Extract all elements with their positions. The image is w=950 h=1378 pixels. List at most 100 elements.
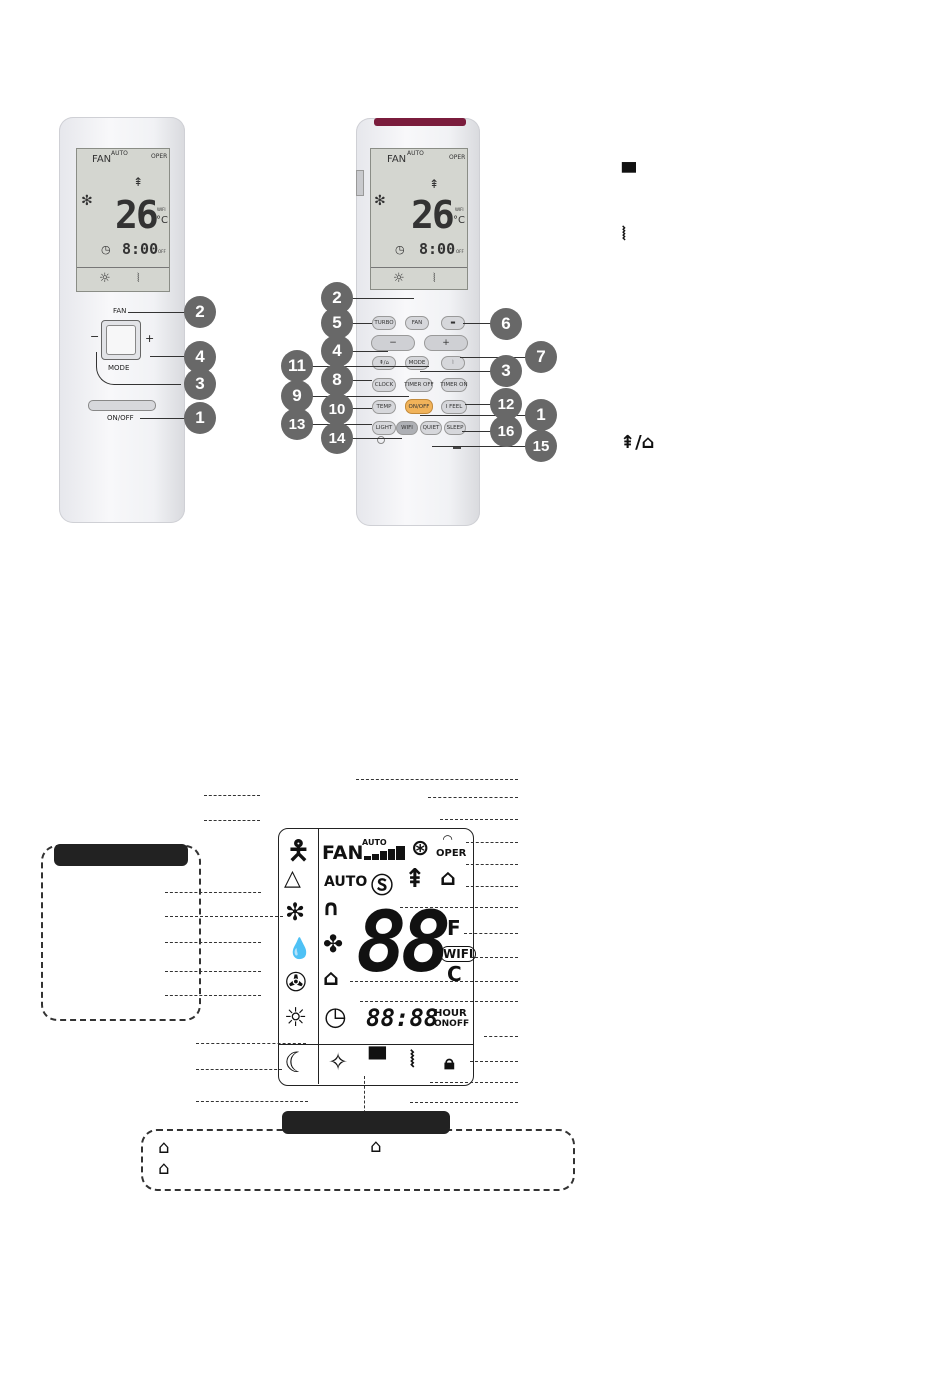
remote-ir-window: [374, 118, 466, 126]
sleep-moon-icon: ☾: [284, 1046, 310, 1079]
display-wifi-label: WIFI: [440, 946, 477, 962]
leader-ifeel: [204, 795, 260, 796]
ifeel-button[interactable]: I FEEL: [441, 400, 467, 414]
leader-r9: [470, 957, 518, 958]
onoff-bar-button[interactable]: [88, 400, 156, 411]
leader-b10: [348, 408, 372, 409]
timer-off-button[interactable]: TIMER OFF: [404, 378, 434, 392]
lcd-snow-icon: ✻: [374, 193, 386, 209]
leader-fan: [165, 971, 261, 972]
plus-label: +: [145, 332, 155, 345]
heat-sun-icon: ☼: [284, 1003, 308, 1033]
swing-horizontal-icon: ⦚: [410, 1048, 415, 1073]
turbo-button[interactable]: TURBO: [372, 316, 396, 330]
light-button[interactable]: LIGHT: [372, 421, 396, 435]
lcd-off: OFF: [158, 249, 166, 254]
quiet-button[interactable]: QUIET: [420, 421, 442, 435]
lcd-time: 8:00: [122, 240, 159, 258]
callout-b6: 6: [490, 308, 522, 340]
lcd-auto-label: AUTO: [407, 150, 424, 157]
lcd-oper-label: OPER: [449, 154, 466, 161]
leader-r14: [430, 1082, 518, 1083]
eco-button[interactable]: ⇞/⌂: [372, 356, 396, 370]
eco-dollar-icon: Ⓢ: [371, 874, 394, 899]
display-time-digits: 88:88: [366, 1004, 439, 1032]
swing-vertical-button[interactable]: ▬: [441, 316, 465, 330]
lcd-tree-icon: ⇞: [429, 177, 440, 191]
timer-on-button[interactable]: TIMER ON: [440, 378, 468, 392]
display-horizontal-divider: [278, 1044, 474, 1045]
callout-b14: 14: [321, 422, 353, 454]
leader-b11: [309, 366, 429, 367]
home-temp-icon: ⌂: [323, 966, 339, 991]
remote-full-lcd: FAN AUTO OPER ⇞ ✻ 26 WIFI °C ◷ 8:00 OFF …: [370, 148, 468, 290]
display-onoff-label: ONOFF: [434, 1019, 470, 1029]
leader-b8: [348, 380, 372, 381]
display-f-unit: F: [447, 916, 461, 940]
lcd-temp: 26: [411, 193, 455, 237]
lcd-temp: 26: [115, 193, 159, 237]
light-bulb-icon: ✧: [328, 1048, 349, 1076]
minus-label: −: [90, 330, 100, 343]
leader-b2: [348, 298, 414, 299]
swing-vertical-icon: ▀: [369, 1048, 386, 1073]
leader-cool: [165, 916, 283, 917]
lcd-divider: [77, 267, 169, 268]
swing-horizontal-button[interactable]: ⦚: [441, 356, 465, 370]
home-sensor-outline-icon: ⌂: [370, 1136, 382, 1157]
lcd-auto-label: AUTO: [111, 150, 128, 157]
leader-b14: [348, 438, 402, 439]
leader-1: [140, 418, 186, 419]
home-temp-outline-icon: ⌂: [158, 1158, 170, 1179]
swing-vertical-icon: ▀: [622, 163, 636, 184]
remote-led: [377, 436, 385, 444]
lcd-unit: °C: [156, 215, 168, 226]
leader-light: [196, 1101, 308, 1102]
cool-snowflake-icon: ✻: [285, 898, 306, 926]
lcd-clock-icon: ◷: [395, 243, 405, 256]
leader-b6: [463, 323, 491, 324]
leader-bottom-vertical: [364, 1076, 365, 1128]
leader-follow: [204, 820, 260, 821]
lcd-unit: °C: [453, 215, 465, 226]
leader-b7: [460, 357, 526, 358]
onoff-label: ON/OFF: [107, 414, 134, 422]
onoff-button[interactable]: ON/OFF: [405, 399, 433, 414]
temp-minus-button[interactable]: −: [371, 335, 415, 351]
eco-home-icon: ⇞/⌂: [620, 432, 655, 453]
leader-r2: [428, 797, 518, 798]
leader-r12: [484, 1036, 518, 1037]
clock-button[interactable]: CLOCK: [372, 378, 396, 392]
lock-icon: 🔒︎: [444, 1050, 455, 1074]
leader-r8: [464, 933, 518, 934]
lcd-fan-label: FAN: [92, 154, 112, 165]
temp-plus-button[interactable]: +: [424, 335, 468, 351]
lcd-wifi: WIFI: [455, 207, 464, 212]
display-auto-label: AUTO: [324, 874, 368, 890]
auto-mode-icon: △: [284, 866, 301, 891]
leader-b15: [432, 446, 528, 447]
sleep-button[interactable]: SLEEP: [444, 421, 466, 435]
mode-button-label: MODE: [108, 364, 130, 372]
temp-button[interactable]: TEMP: [372, 400, 396, 414]
fan-button[interactable]: FAN: [405, 316, 429, 330]
callout-b1: 1: [525, 399, 557, 431]
leader-timer: [196, 1043, 306, 1044]
left-legend-header: [54, 844, 188, 866]
fan-mode-square-button[interactable]: [101, 320, 141, 360]
mode-button[interactable]: MODE: [405, 356, 429, 370]
leader-r5: [466, 864, 518, 865]
leader-b12: [465, 404, 491, 405]
leader-r6: [466, 886, 518, 887]
leader-2: [128, 312, 186, 313]
lcd-snow-icon: ✻: [81, 193, 93, 209]
wifi-button[interactable]: WIFI: [396, 421, 418, 435]
leader-b4: [348, 351, 388, 352]
callout-b4: 4: [321, 335, 353, 367]
lcd-oper-label: OPER: [151, 153, 168, 160]
lcd-wifi: WIFI: [157, 207, 166, 212]
leader-b9: [309, 396, 409, 397]
display-hour-label: HOUR: [434, 1008, 467, 1019]
leader-r4: [466, 842, 518, 843]
leader-b5: [348, 323, 372, 324]
